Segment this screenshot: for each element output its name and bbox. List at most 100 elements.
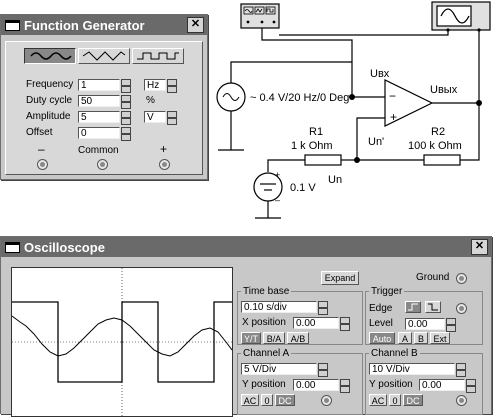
channel-b-dc-button[interactable]: DC [403, 394, 423, 406]
u-in-label: Uвх [370, 68, 390, 80]
frequency-input[interactable]: 1 [78, 79, 120, 91]
oscilloscope-window: Oscilloscope ✕ Expand Ground Time base 0… [0, 236, 492, 417]
channel-a-terminal[interactable] [321, 395, 332, 406]
channel-b-zero-button[interactable]: 0 [389, 394, 401, 406]
rising-edge-icon [408, 303, 418, 311]
amplitude-unit-select[interactable]: V [144, 111, 166, 123]
time-base-input[interactable]: 0.10 s/div [241, 301, 317, 313]
offset-stepper[interactable] [121, 127, 131, 141]
plus-terminal-label: + [160, 142, 168, 156]
falling-edge-button[interactable] [425, 301, 441, 313]
channel-a-ac-button[interactable]: AC [241, 394, 259, 406]
op-minus-label: − [389, 89, 397, 103]
amplitude-label: Amplitude [26, 111, 71, 122]
common-terminal-label: Common [78, 145, 119, 156]
channel-b-y-position-stepper[interactable] [466, 379, 476, 393]
source2-label: 0.1 V [290, 182, 316, 194]
source1-label: ~ 0.4 V/20 Hz/0 Deg [250, 92, 350, 104]
channel-a-scale-input[interactable]: 5 V/Div [241, 363, 317, 375]
offset-input[interactable]: 0 [78, 127, 120, 139]
function-generator-panel: Frequency 1 Hz Duty cycle 50 % Amplitude… [5, 41, 203, 175]
function-generator-titlebar[interactable]: Function Generator ✕ [1, 15, 207, 35]
triangle-wave-icon [82, 51, 126, 61]
ab-mode-button[interactable]: A/B [287, 332, 309, 344]
channel-a-scale-stepper[interactable] [318, 363, 328, 377]
duty-cycle-input[interactable]: 50 [78, 95, 120, 107]
channel-b-scale-input[interactable]: 10 V/Div [369, 363, 455, 375]
channel-b-y-position-label: Y position [369, 379, 413, 390]
scope-traces [11, 268, 233, 416]
trigger-ext-terminal[interactable] [456, 303, 467, 314]
u-out-label: Uвых [430, 84, 458, 96]
amplitude-stepper[interactable] [121, 111, 131, 125]
level-stepper[interactable] [446, 318, 456, 332]
edge-label: Edge [369, 303, 393, 314]
channel-a-title: Channel A [241, 348, 292, 359]
time-base-group [237, 291, 363, 345]
expand-button[interactable]: Expand [321, 271, 359, 285]
trigger-a-button[interactable]: A [398, 332, 412, 344]
channel-b-terminal[interactable] [456, 395, 467, 406]
offset-label: Offset [26, 127, 53, 138]
amplitude-input[interactable]: 5 [78, 111, 120, 123]
channel-a-y-position-label: Y position [242, 379, 286, 390]
channel-b-trace [11, 315, 233, 357]
common-terminal[interactable] [97, 159, 108, 170]
auto-trigger-button[interactable]: Auto [369, 332, 395, 344]
u-n-label: Un [328, 174, 343, 186]
source2-minus: – [275, 195, 281, 205]
square-wave-button[interactable] [132, 48, 184, 64]
triangle-wave-button[interactable] [78, 48, 130, 64]
channel-a-dc-button[interactable]: DC [275, 394, 295, 406]
oscilloscope-title: Oscilloscope [24, 239, 105, 255]
u-n-prime-label: Un' [368, 136, 385, 148]
time-base-title: Time base [241, 286, 292, 297]
amplitude-unit-stepper[interactable] [167, 111, 177, 125]
plus-terminal[interactable] [159, 159, 170, 170]
oscilloscope-titlebar[interactable]: Oscilloscope ✕ [1, 237, 491, 257]
trigger-group [365, 291, 483, 345]
channel-a-zero-button[interactable]: 0 [261, 394, 273, 406]
window-icon [5, 241, 20, 253]
r1-name: R1 [309, 126, 324, 138]
r1-value: 1 k Ohm [291, 140, 333, 152]
frequency-unit-stepper[interactable] [167, 79, 177, 93]
sine-wave-icon [30, 52, 72, 60]
ground-label: Ground [416, 272, 450, 283]
level-label: Level [369, 318, 393, 329]
x-position-label: X position [242, 317, 286, 328]
window-icon [5, 19, 20, 31]
channel-b-scale-stepper[interactable] [456, 363, 466, 377]
r2-value: 100 k Ohm [408, 140, 462, 152]
trigger-title: Trigger [369, 286, 405, 297]
minus-terminal[interactable] [37, 159, 48, 170]
ground-terminal[interactable] [456, 273, 467, 284]
yt-mode-button[interactable]: Y/T [241, 332, 261, 344]
op-plus-label: + [390, 110, 398, 124]
function-generator-window: Function Generator ✕ Frequency 1 Hz Duty… [0, 14, 208, 180]
r2-name: R2 [431, 126, 446, 138]
channel-b-ac-button[interactable]: AC [369, 394, 387, 406]
trigger-ext-button[interactable]: Ext [430, 332, 450, 344]
function-generator-title: Function Generator [24, 17, 145, 33]
duty-cycle-stepper[interactable] [121, 95, 131, 109]
channel-b-y-position-input[interactable]: 0.00 [419, 379, 465, 391]
trigger-b-button[interactable]: B [414, 332, 428, 344]
x-position-stepper[interactable] [340, 317, 350, 331]
close-button[interactable]: ✕ [471, 239, 488, 255]
frequency-stepper[interactable] [121, 79, 131, 93]
x-position-input[interactable]: 0.00 [293, 317, 339, 329]
ba-mode-button[interactable]: B/A [263, 332, 285, 344]
channel-a-trace [12, 301, 232, 383]
close-button[interactable]: ✕ [187, 17, 204, 33]
level-input[interactable]: 0.00 [405, 318, 445, 330]
channel-b-title: Channel B [369, 348, 420, 359]
channel-a-y-position-stepper[interactable] [340, 379, 350, 393]
channel-a-y-position-input[interactable]: 0.00 [293, 379, 339, 391]
minus-terminal-label: – [38, 142, 45, 156]
sine-wave-button[interactable] [24, 48, 76, 64]
time-base-stepper[interactable] [318, 301, 328, 315]
frequency-unit-select[interactable]: Hz [144, 79, 166, 91]
rising-edge-button[interactable] [405, 301, 421, 313]
